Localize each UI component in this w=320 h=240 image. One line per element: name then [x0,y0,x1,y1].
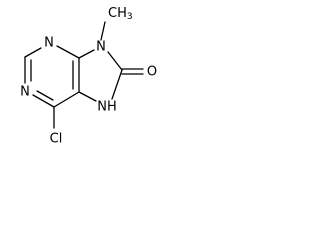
bond-c4-n9 [78,49,95,59]
bond-n-top-c4 [56,45,80,59]
bond-n9-methyl [100,21,106,41]
atom-methyl: CH3 [108,6,133,22]
atom-n9: N [96,40,106,55]
bond-c6-n-left-double [36,90,54,101]
atom-n-top: N [44,36,54,51]
atom-nh: NH [97,100,117,115]
bond-n9-c8 [107,51,123,71]
bond-c6-n-left [32,94,55,108]
atom-oxygen: O [147,65,157,80]
chemical-structure-diagram: N N N CH3 O NH Cl [20,6,157,147]
bond-lines [24,21,144,129]
atom-n-left: N [20,85,30,100]
methyl-subscript: 3 [127,12,133,22]
bond-c2-n-top [24,47,42,58]
bond-n7-c5 [78,91,97,102]
methyl-label: CH [108,6,127,21]
bond-c8-n7 [111,69,123,100]
atom-chlorine: Cl [50,132,63,147]
bond-c5-c6 [53,91,80,108]
